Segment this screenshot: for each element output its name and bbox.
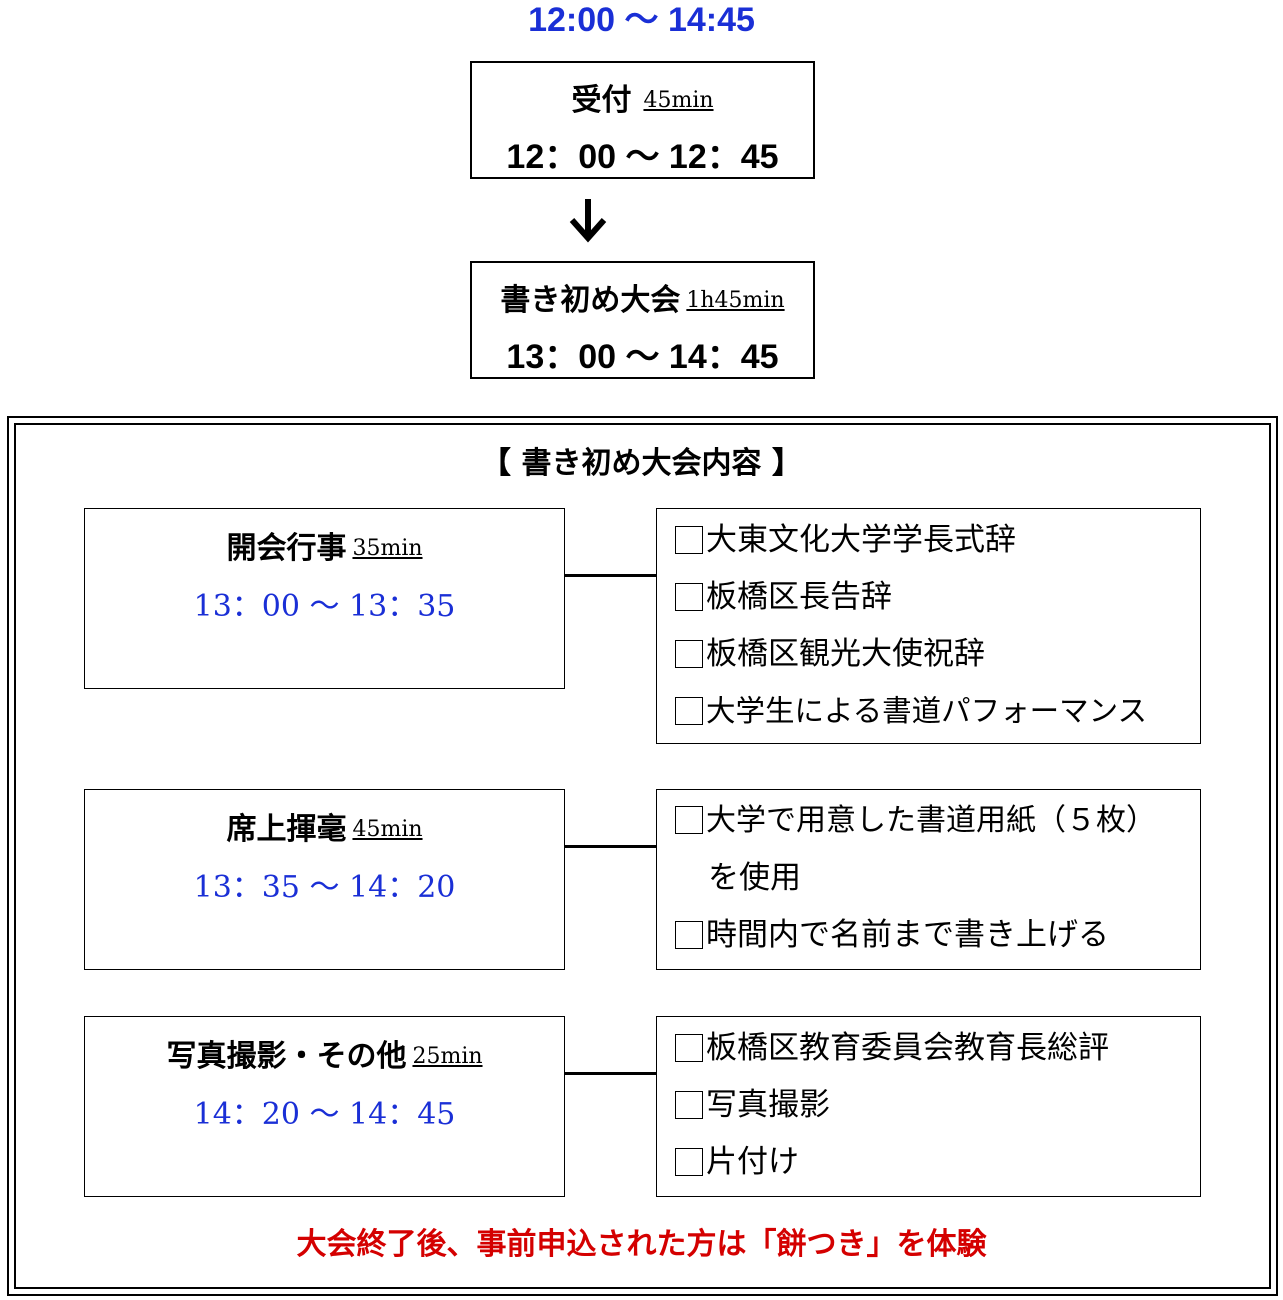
- task-item: 板橋区教育委員会教育長総評: [675, 1028, 1109, 1068]
- contest-duration: 1h45min: [686, 288, 785, 313]
- opening-ceremony-time: 13：00 ～ 13：35: [193, 589, 456, 624]
- footer-note: 大会終了後、事前申込された方は「餅つき」を体験: [296, 1227, 987, 1262]
- photo-session-label: 写真撮影・その他: [166, 1039, 407, 1074]
- checkbox-icon: [675, 921, 703, 949]
- connector-line: [565, 1072, 657, 1075]
- checkbox-icon: [675, 697, 703, 725]
- checkbox-icon: [675, 526, 703, 554]
- task-item: 大東文化大学学長式辞: [675, 520, 1016, 560]
- content-frame-outer: [7, 416, 1278, 1296]
- task-item: 片付け: [675, 1142, 799, 1182]
- reception-time: 12：00 ～ 12：45: [506, 138, 779, 176]
- checkbox-icon: [675, 1034, 703, 1062]
- task-item: 写真撮影: [675, 1085, 830, 1125]
- checkbox-icon: [675, 640, 703, 668]
- content-frame-inner: [14, 423, 1271, 1289]
- task-item-continued: を使用: [708, 860, 801, 896]
- task-item: 大学で用意した書道用紙（５枚）: [675, 801, 1156, 841]
- calligraphy-session-label: 席上揮毫: [226, 812, 347, 847]
- checkbox-icon: [675, 1091, 703, 1119]
- task-item: 時間内で名前まで書き上げる: [675, 915, 1109, 955]
- checkbox-icon: [675, 1148, 703, 1176]
- calligraphy-session-duration: 45min: [352, 817, 423, 842]
- opening-ceremony-label: 開会行事: [226, 531, 347, 566]
- reception-duration: 45min: [643, 88, 714, 113]
- section-title: 【 書き初め大会内容 】: [481, 446, 802, 481]
- connector-line: [565, 845, 657, 848]
- arrow-down-icon: [569, 199, 607, 243]
- photo-session-duration: 25min: [412, 1044, 483, 1069]
- checkbox-icon: [675, 583, 703, 611]
- task-item: 板橋区長告辞: [675, 577, 892, 617]
- contest-time: 13：00 ～ 14：45: [506, 338, 779, 376]
- reception-heading: 受付 45min: [472, 75, 813, 119]
- reception-box: 受付 45min 12：00 ～ 12：45: [470, 61, 815, 179]
- reception-label: 受付: [571, 83, 632, 118]
- task-item: 大学生による書道パフォーマンス: [675, 691, 1147, 731]
- contest-label: 書き初め大会: [500, 283, 681, 318]
- calligraphy-session-tasks: 大学で用意した書道用紙（５枚） を使用 時間内で名前まで書き上げる: [656, 789, 1201, 970]
- checkbox-icon: [675, 806, 703, 834]
- connector-line: [565, 574, 657, 577]
- calligraphy-session-time: 13：35 ～ 14：20: [193, 870, 456, 905]
- opening-ceremony-duration: 35min: [352, 536, 423, 561]
- photo-session-tasks: 板橋区教育委員会教育長総評 写真撮影 片付け: [656, 1016, 1201, 1197]
- opening-ceremony-tasks: 大東文化大学学長式辞 板橋区長告辞 板橋区観光大使祝辞 大学生による書道パフォー…: [656, 508, 1201, 744]
- photo-session-time: 14：20 ～ 14：45: [193, 1097, 456, 1132]
- task-item: 板橋区観光大使祝辞: [675, 634, 985, 674]
- schedule-time-range: 12:00 ～ 14:45: [528, 1, 755, 39]
